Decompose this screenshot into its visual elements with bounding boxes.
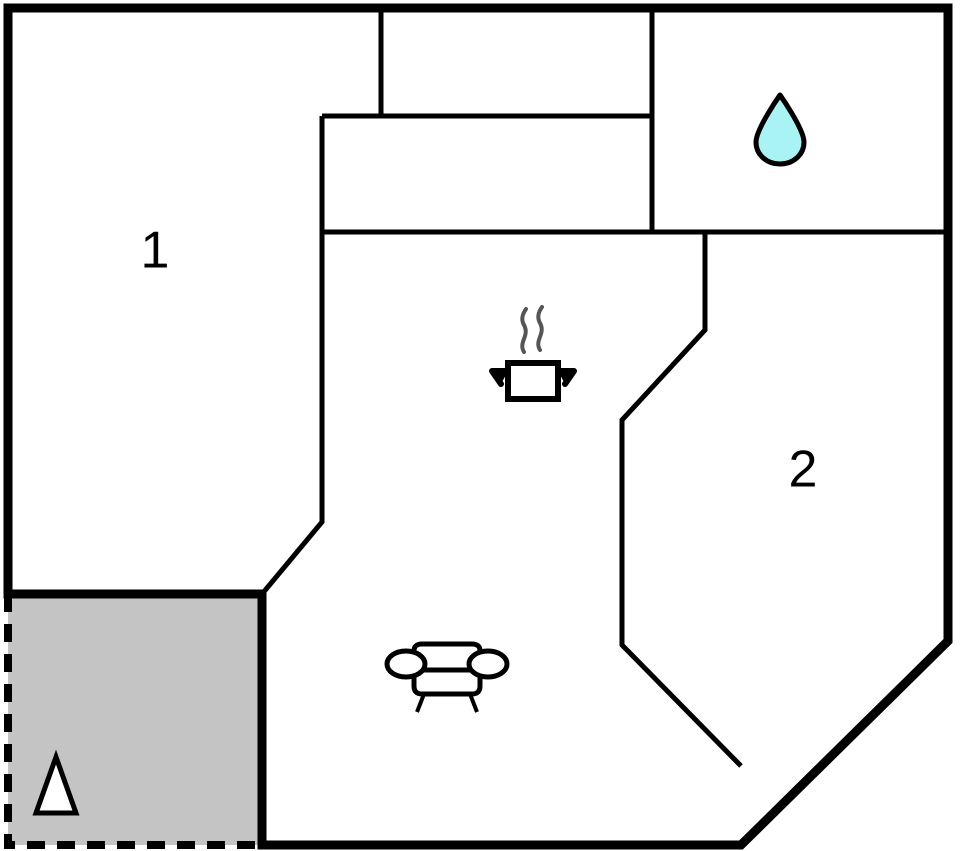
sofa-icon [384,641,510,713]
room-label-1: 1 [141,222,170,280]
cooking-pot-icon [489,305,577,402]
room-label-2: 2 [789,441,818,499]
triangle-marker-shape [32,749,80,816]
interior-wall-room1-right [260,116,325,596]
terrace-dashed-border [4,594,262,849]
sofa-leg-right [468,693,479,713]
water-drop-icon [753,92,807,167]
water-drop-shape [753,92,807,167]
sofa-arm-left [384,648,428,680]
sofa-leg-left [415,693,426,713]
pot-handle-left [489,368,511,387]
pot-handle-right [555,368,577,387]
pot-steam-right [536,305,544,352]
outer-wall [3,3,953,850]
triangle-marker-icon [32,749,80,816]
sofa-arm-right [466,648,510,680]
pot-steam-left [520,307,528,354]
interior-wall-room2-left [619,232,743,768]
pot-body [505,360,561,402]
